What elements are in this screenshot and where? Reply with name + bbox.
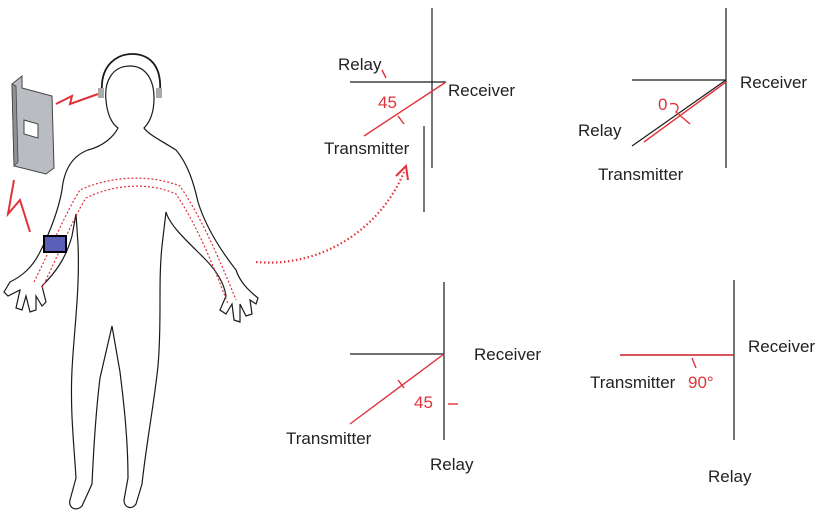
receiver-label: Receiver [474,345,541,364]
angle-label: 90° [688,373,714,392]
transmitter-label: Transmitter [324,139,410,158]
angle-arc [397,115,405,125]
relay-label: Relay [578,121,622,140]
panel-4: Receiver Transmitter Relay 90° [590,280,815,486]
body-outline [3,65,259,510]
relay-tick [381,69,387,79]
receiver-label: Receiver [748,337,815,356]
transmitter-antenna [363,81,447,137]
panel-3: Receiver Transmitter Relay 45 [286,282,541,474]
signal-path-dotted-2 [41,185,229,305]
angle-label: 0 [658,95,667,114]
panel-1: Relay Receiver Transmitter 45 [324,8,515,212]
transmitter-label: Transmitter [590,373,676,392]
relay-phone-icon [11,74,55,175]
lightning-signal-icon-2 [6,179,31,233]
transmitter-label: Transmitter [598,165,684,184]
angle-arc [669,102,691,125]
headset-earpiece-left [98,88,104,98]
headset-icon [101,53,161,93]
panel-2: Receiver Relay Transmitter 0 [578,8,807,184]
receiver-label: Receiver [448,81,515,100]
angle-label: 45 [378,93,397,112]
transmitter-antenna [631,79,727,147]
lightning-signal-icon [55,93,99,106]
relay-label: Relay [338,55,382,74]
angle-arc [691,357,697,369]
curved-arrow-head [395,163,409,181]
relay-label: Relay [708,467,752,486]
angle-label: 45 [414,393,433,412]
signal-path-dotted [33,177,237,301]
human-body-figure [3,53,259,510]
wrist-sensor-icon [43,235,67,253]
headset-earpiece-right [156,88,162,98]
receiver-label: Receiver [740,73,807,92]
transmitter-antenna [349,353,445,425]
transmitter-label: Transmitter [286,429,372,448]
angle-arc [397,379,405,389]
transmitter-antenna-red [643,81,727,143]
curved-arrow [255,171,406,264]
relay-label: Relay [430,455,474,474]
